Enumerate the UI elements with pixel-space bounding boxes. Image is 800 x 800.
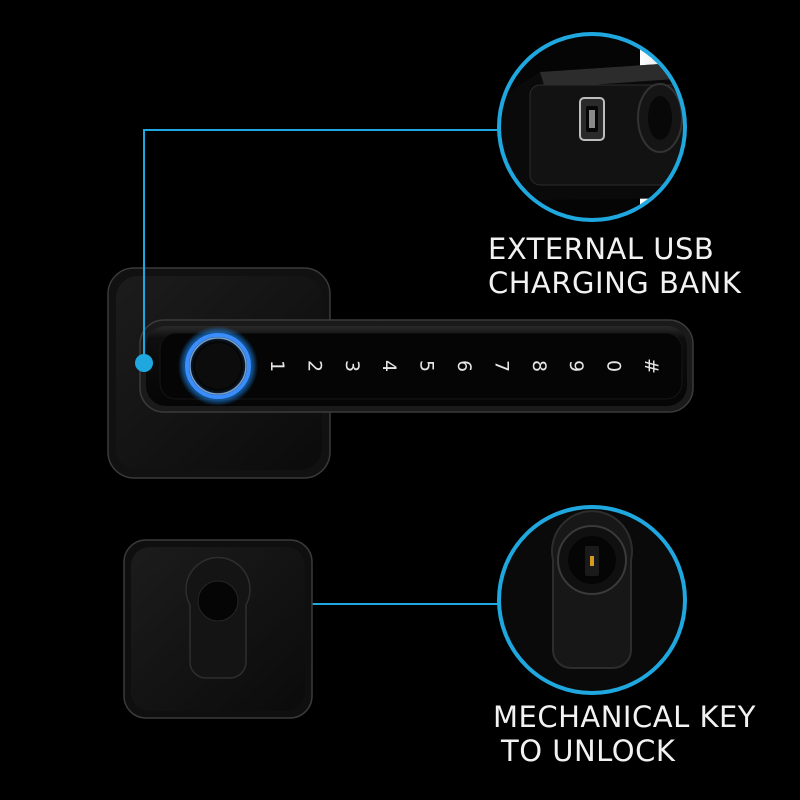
key-cylinder-plate bbox=[123, 539, 313, 719]
keypad-key-hash: # bbox=[640, 358, 662, 374]
key-caption-line-1: MECHANICAL KEY bbox=[493, 700, 757, 734]
lever-handle bbox=[139, 319, 694, 413]
keypad-key-3: 3 bbox=[341, 360, 363, 372]
keypad-key-0: 0 bbox=[603, 360, 625, 372]
micro-usb-port-icon bbox=[579, 97, 605, 141]
key-zoom-circle bbox=[497, 505, 687, 695]
fingerprint-sensor-icon bbox=[178, 326, 258, 406]
key-caption-line-2: TO UNLOCK bbox=[501, 734, 676, 768]
callout-line-usb bbox=[135, 129, 499, 372]
keypad-key-7: 7 bbox=[490, 360, 512, 372]
keypad-key-8: 8 bbox=[528, 360, 550, 372]
keypad: 1 2 3 4 5 6 7 8 9 0 # bbox=[266, 358, 662, 374]
keypad-key-6: 6 bbox=[453, 360, 475, 372]
usb-zoom-circle bbox=[497, 32, 687, 222]
keypad-key-1: 1 bbox=[266, 360, 288, 372]
key-cylinder-icon bbox=[557, 525, 627, 595]
keypad-key-4: 4 bbox=[378, 360, 400, 372]
usb-caption-line-1: EXTERNAL USB bbox=[488, 232, 715, 266]
keypad-key-2: 2 bbox=[303, 360, 325, 372]
usb-charging-caption: EXTERNAL USB CHARGING BANK bbox=[488, 232, 741, 300]
usb-caption-line-2: CHARGING BANK bbox=[488, 266, 742, 300]
keypad-key-9: 9 bbox=[565, 360, 587, 372]
mechanical-key-caption: MECHANICAL KEY TO UNLOCK bbox=[493, 700, 756, 768]
keypad-key-5: 5 bbox=[416, 360, 438, 372]
